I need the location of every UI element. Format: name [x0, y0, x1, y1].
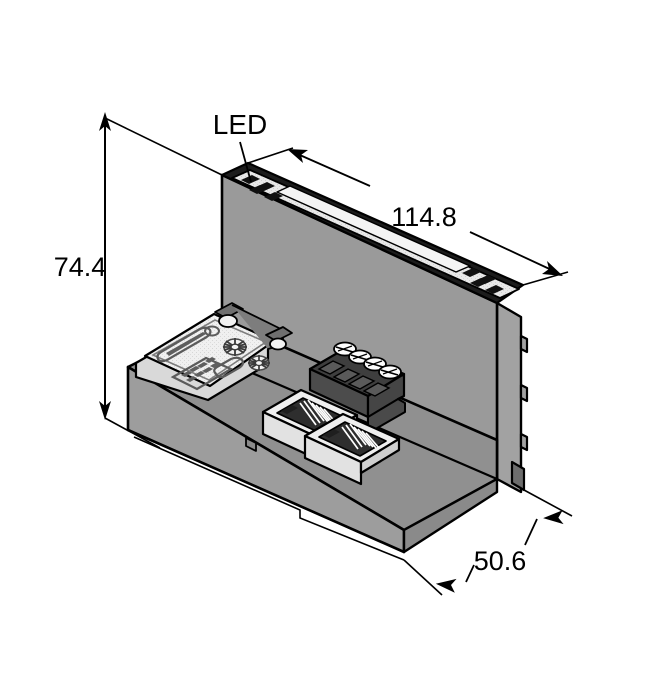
dimension-length: 114.8	[247, 147, 569, 286]
card-slot-fill	[166, 332, 206, 356]
rj45-right-latch-notch	[323, 429, 340, 438]
led-group-right	[462, 268, 504, 294]
rj45-left-latch-notch	[281, 405, 298, 414]
length-dim-line-right	[469, 231, 557, 273]
card-circle-icon	[204, 325, 220, 337]
depth-ext-line-right	[523, 489, 573, 517]
body-right-face	[495, 301, 523, 494]
terminal-screw-1[interactable]	[333, 341, 357, 357]
depth-dim-value: 50.6	[474, 546, 527, 576]
length-ext-line-far	[522, 271, 569, 286]
card-hinge-pin-lower	[269, 337, 287, 351]
height-arrow-bottom	[99, 401, 111, 420]
length-ext-line-near	[247, 147, 294, 164]
rj45-right-contacts	[341, 423, 380, 450]
depth-arrow-upper	[543, 510, 564, 525]
terminal-screw-3[interactable]	[363, 356, 387, 372]
card-cloud-icon	[213, 356, 245, 379]
led-label: LED	[213, 109, 267, 140]
length-arrow-right	[542, 261, 563, 276]
rj45-right-front-face	[303, 434, 363, 486]
height-ext-line-bottom	[104, 417, 161, 449]
led-callout: LED	[213, 109, 267, 183]
din-clip-tab-3	[519, 432, 529, 452]
dimension-height: 74.4	[54, 112, 223, 449]
terminal-screws[interactable]	[333, 341, 402, 380]
led-leader-line	[239, 141, 252, 183]
card-gear-icon-small	[248, 355, 270, 371]
terminal-wire-cavities	[317, 360, 391, 397]
rj45-right-right-face	[359, 437, 401, 475]
card-gear-icon-large	[223, 338, 247, 356]
service-label-card[interactable]	[134, 302, 293, 402]
length-arrow-left	[287, 149, 308, 163]
top-strip-window	[276, 185, 471, 273]
din-clip-tab-1	[519, 334, 529, 354]
rj45-jack-right[interactable]	[303, 412, 401, 486]
dimension-depth: 50.6	[403, 489, 573, 596]
lower-body-right-face	[402, 477, 499, 554]
height-dim-value: 74.4	[54, 252, 107, 282]
card-keypad-keys	[181, 357, 221, 382]
front-bottom-edge-line	[127, 428, 405, 554]
front-bottom-notch	[245, 437, 257, 452]
depth-dim-line-upper	[524, 518, 538, 546]
height-ext-line-top	[104, 117, 223, 176]
din-clip-tab-2	[519, 383, 529, 403]
height-arrow-top	[99, 112, 111, 131]
depth-arrow-lower	[435, 578, 457, 593]
card-hinge-pin-upper	[218, 314, 238, 328]
depth-dim-line-lower	[465, 564, 475, 583]
deck-seam-line	[221, 358, 498, 481]
terminal-screw-4[interactable]	[378, 364, 402, 380]
depth-ext-line-left	[403, 559, 443, 596]
front-bottom-inner-line	[133, 436, 405, 561]
length-dim-line-left	[292, 151, 371, 187]
card-keypad-icon	[170, 356, 234, 391]
power-terminal-block[interactable]	[308, 341, 406, 432]
length-dim-value: 114.8	[391, 202, 457, 232]
